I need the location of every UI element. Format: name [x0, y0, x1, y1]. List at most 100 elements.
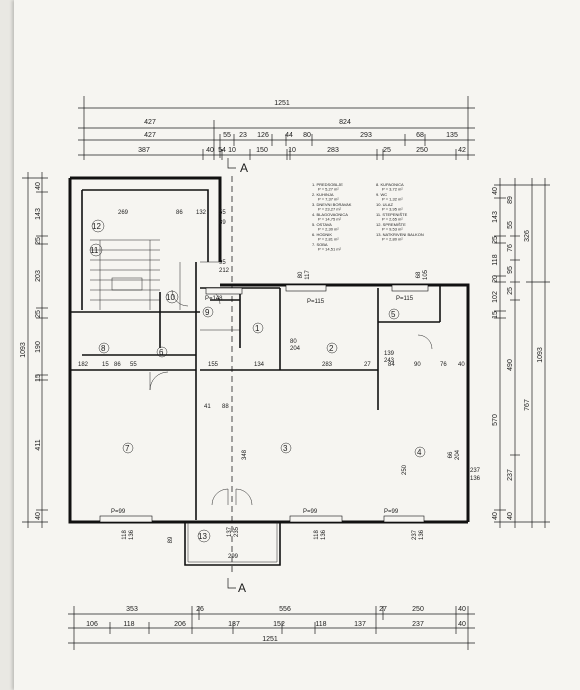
- dim-bot-1b: 26: [196, 606, 204, 613]
- window-label-5: P=115: [396, 296, 414, 302]
- dim-bot-1c: 556: [279, 606, 291, 613]
- d3-width: 66: [448, 451, 454, 458]
- door-main-width: 137: [227, 526, 233, 537]
- d4-width: 68: [416, 271, 422, 278]
- dim-right-m2: 55: [507, 221, 514, 229]
- legend-room-name: 8. KUPAONICA: [376, 182, 404, 187]
- d2-width: 139: [384, 351, 395, 357]
- w4-height: 136: [470, 476, 481, 482]
- dim-right-a: 40: [492, 187, 499, 195]
- dim-right-m5: 25: [507, 287, 514, 295]
- dim-top-4h: 25: [383, 147, 391, 154]
- idim-132: 132: [196, 210, 207, 216]
- dim-top-3g: 293: [360, 132, 372, 139]
- dim-bot-2h: 237: [412, 621, 424, 628]
- d6-width: 55: [219, 210, 226, 216]
- legend-room-name: 4. BLAGOVAONICA: [312, 212, 348, 217]
- door-main-height: 235: [234, 526, 240, 537]
- idim-41: 41: [204, 404, 211, 410]
- legend-room-area: P = 2,80 m²: [382, 237, 403, 242]
- dim-top-4e: 150: [256, 147, 268, 154]
- dim-top-3e: 44: [285, 132, 293, 139]
- legend-room-area: P = 2,30 m²: [318, 227, 339, 232]
- top-dimension-lines: 1251 427 824 427 55 23 126 44 80 293 68 …: [78, 96, 475, 160]
- dim-left-d: 203: [35, 270, 42, 282]
- legend-room-name: 9. WC: [376, 192, 387, 197]
- room-8: 8: [101, 344, 106, 353]
- idim-348: 348: [242, 449, 248, 460]
- dim-left-b: 143: [35, 208, 42, 220]
- dim-bot-2b: 118: [123, 621, 134, 628]
- dim-top-3d: 126: [257, 132, 269, 139]
- dim-left-f: 190: [35, 341, 42, 353]
- dim-top-3a: 427: [144, 132, 156, 139]
- idim-27: 27: [364, 362, 371, 368]
- dim-top-2a: 427: [144, 119, 156, 126]
- right-dimension-lines: 40 143 25 118 20 102 15 570 40 89 55 76 …: [492, 178, 550, 528]
- d5-height: 117: [305, 270, 311, 280]
- idim-269: 269: [118, 210, 129, 216]
- dim-top-3b: 55: [223, 132, 231, 139]
- dim-top-3i: 135: [446, 132, 458, 139]
- w3-height: 136: [419, 529, 425, 540]
- w1-width: 118: [122, 530, 128, 540]
- w4-width: 237: [470, 468, 481, 474]
- left-dimension-lines: 1093 40 143 25 203 25 190 15 411 40: [20, 172, 48, 528]
- idim-89: 89: [168, 536, 174, 543]
- section-label-bottom: A: [238, 581, 246, 595]
- idim-40: 40: [458, 362, 465, 368]
- idim-88: 88: [222, 404, 229, 410]
- dim-top-2b: 824: [339, 119, 351, 126]
- opening-notes: 118 136 118 136 237 136 237 136 137 235 …: [122, 210, 481, 540]
- dim-bot-2c: 206: [174, 621, 186, 628]
- room-4: 4: [417, 448, 422, 457]
- dim-bot-1f: 40: [458, 606, 466, 613]
- window-label-7: P=99: [111, 509, 126, 515]
- window-label-2: P=115: [307, 299, 325, 305]
- d3-height: 204: [455, 449, 461, 460]
- dim-right-o3: 1093: [537, 347, 544, 363]
- dim-top-4b: 40: [206, 147, 214, 154]
- legend-room-area: P = 7,37 m²: [318, 197, 339, 202]
- d6-height: 89: [219, 220, 226, 226]
- room-9: 9: [205, 308, 210, 317]
- idim-86b: 86: [114, 362, 121, 368]
- legend-room-name: 1. PREDSOBLJE: [312, 182, 343, 187]
- room-numbers: 1 2 3 4 5 6 7 8 9 10 11 12 13: [89, 219, 426, 543]
- room-3: 3: [283, 444, 288, 453]
- legend-room-area: P = 14,75 m²: [318, 217, 342, 222]
- legend-room-area: P = 23,27 m²: [318, 207, 342, 212]
- window-label-3: P=99: [303, 509, 318, 515]
- dim-left-e: 25: [35, 310, 42, 318]
- dim-bot-1a: 353: [126, 606, 138, 613]
- d2-height: 243: [384, 358, 395, 364]
- room-12: 12: [92, 222, 101, 231]
- dim-left-a: 40: [35, 182, 42, 190]
- dim-right-i: 40: [492, 512, 499, 520]
- dim-bot-1d: 27: [379, 606, 387, 613]
- d7-width: 95: [219, 260, 226, 266]
- w2-height: 136: [321, 529, 327, 540]
- room-11: 11: [90, 246, 99, 255]
- idim-283: 283: [322, 362, 333, 368]
- room-10: 10: [166, 293, 175, 302]
- dim-bot-2a: 106: [86, 621, 98, 628]
- idim-155: 155: [208, 362, 219, 368]
- legend-room-area: P = 2,65 m²: [382, 217, 403, 222]
- legend-room-area: P = 5,27 m²: [318, 187, 339, 192]
- dim-bot-2g: 137: [354, 621, 366, 628]
- drawing-sheet: 1251 427 824 427 55 23 126 44 80 293 68 …: [14, 0, 580, 690]
- d1-height: 204: [290, 346, 301, 352]
- idim-55: 55: [130, 362, 137, 368]
- dim-left-g: 15: [35, 374, 42, 382]
- windows: P=99 P=99 P=99 P=115 P=115 P=148: [99, 284, 429, 523]
- idim-134: 134: [254, 362, 265, 368]
- dim-right-m7: 237: [507, 469, 514, 481]
- legend-room-name: 2. KUHINJA: [312, 192, 334, 197]
- window-label-4: P=99: [384, 509, 399, 515]
- w2-width: 118: [314, 530, 320, 540]
- dim-right-m6: 490: [507, 359, 514, 371]
- dim-right-m8: 40: [507, 512, 514, 520]
- legend-room-area: P = 3,95 m²: [382, 207, 403, 212]
